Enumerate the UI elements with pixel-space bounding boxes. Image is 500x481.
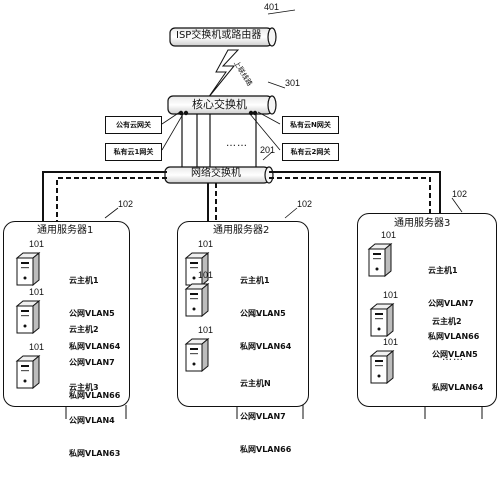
host-name: 云主机N [240, 379, 271, 388]
host-public-vlan: 公网VLAN5 [240, 309, 286, 318]
network-diagram: 401 301 201 ISP交换机或路由器 上联线路 核心交换机 网络交换机 … [3, 2, 497, 458]
private-cloud-2-gateway: 私有云2网关 [282, 143, 339, 161]
network-switch-label: 网络交换机 [191, 168, 241, 179]
server-3-ellipsis: …… [442, 352, 464, 363]
host-private-vlan: 私网VLAN66 [69, 391, 121, 400]
host-name: 云主机1 [428, 266, 458, 275]
isp-router-label: ISP交换机或路由器 [176, 30, 262, 41]
private-cloud-1-gateway: 私有云1网关 [105, 143, 162, 161]
host-name: 云主机1 [69, 276, 99, 285]
host-private-vlan: 私网VLAN66 [240, 445, 292, 454]
server-1-host-3: 云主机3 公网VLAN4 私网VLAN63 [69, 360, 120, 481]
host-public-vlan: 公网VLAN7 [428, 299, 474, 308]
core-switch-shape [167, 95, 277, 115]
ref-host: 101 [383, 337, 399, 347]
server-tower-icon [369, 302, 395, 338]
general-server-2: 通用服务器2 [177, 221, 309, 407]
ref-core: 301 [285, 78, 301, 88]
ref-server-2: 102 [297, 199, 313, 209]
core-switch-label: 核心交换机 [192, 98, 247, 111]
server-tower-icon [184, 337, 210, 373]
server-3-host-2: 云主机2 公网VLAN5 私网VLAN64 [432, 294, 483, 415]
private-cloud-n-gateway: 私有云N网关 [282, 116, 339, 134]
ref-server-3: 102 [452, 189, 468, 199]
isp-router-shape [169, 27, 277, 47]
host-private-vlan: 私网VLAN66 [428, 332, 480, 341]
ref-isp: 401 [264, 2, 280, 12]
host-public-vlan: 公网VLAN5 [432, 350, 478, 359]
ref-host: 101 [198, 270, 214, 280]
server-3-host-1: 云主机1 公网VLAN7 私网VLAN66 [428, 243, 479, 364]
server-title: 通用服务器1 [37, 225, 94, 236]
server-1-host-1: 云主机1 公网VLAN5 私网VLAN64 [69, 253, 120, 374]
diagram-lines [42, 9, 483, 419]
server-tower-icon [15, 354, 41, 390]
host-public-vlan: 公网VLAN7 [69, 358, 115, 367]
public-cloud-gateway: 公有云网关 [105, 116, 162, 134]
host-private-vlan: 私网VLAN64 [432, 383, 484, 392]
host-private-vlan: 私网VLAN64 [240, 342, 292, 351]
server-tower-icon [15, 299, 41, 335]
host-private-vlan: 私网VLAN64 [69, 342, 121, 351]
ref-host: 101 [381, 230, 397, 240]
host-name: 云主机1 [240, 276, 270, 285]
server-title: 通用服务器2 [213, 225, 270, 236]
ref-net: 201 [260, 145, 276, 155]
server-tower-icon [369, 349, 395, 385]
server-tower-icon [367, 242, 393, 278]
host-private-vlan: 私网VLAN63 [69, 449, 121, 458]
ref-host: 101 [383, 290, 399, 300]
server-2-ellipsis: …… [252, 308, 274, 319]
host-name: 云主机2 [432, 317, 462, 326]
server-2-host-1: 云主机1 公网VLAN5 私网VLAN64 [240, 253, 291, 374]
gateway-ellipsis: …… [226, 138, 248, 149]
host-public-vlan: 公网VLAN4 [69, 416, 115, 425]
server-tower-icon [15, 251, 41, 287]
ref-host: 101 [29, 287, 45, 297]
server-tower-icon [184, 282, 210, 318]
server-1-host-2: 云主机2 公网VLAN7 私网VLAN66 [69, 302, 120, 423]
host-public-vlan: 公网VLAN5 [69, 309, 115, 318]
ref-host: 101 [29, 342, 45, 352]
host-name: 云主机2 [69, 325, 99, 334]
server-tower-icon [184, 251, 210, 287]
server-title: 通用服务器3 [394, 218, 451, 229]
ref-host: 101 [198, 325, 214, 335]
server-2-host-n: 云主机N 公网VLAN7 私网VLAN66 [240, 356, 291, 477]
ref-host: 101 [198, 239, 214, 249]
host-public-vlan: 公网VLAN7 [240, 412, 286, 421]
host-name: 云主机3 [69, 383, 99, 392]
ref-server-1: 102 [118, 199, 134, 209]
ref-host: 101 [29, 239, 45, 249]
uplink-bolt [207, 49, 240, 99]
